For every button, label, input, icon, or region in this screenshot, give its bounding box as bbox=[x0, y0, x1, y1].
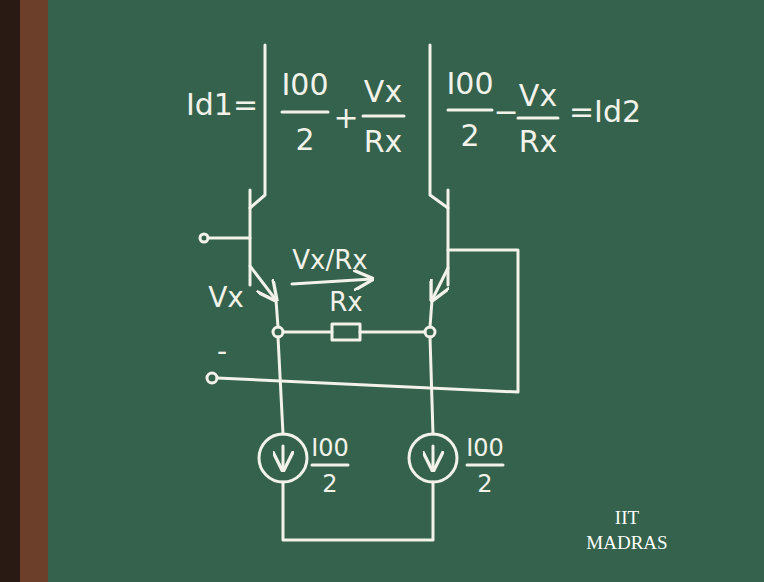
fraction-bar bbox=[282, 111, 328, 114]
emitter-wire bbox=[430, 300, 432, 327]
fraction-numerator: I00 bbox=[281, 70, 328, 100]
source-value: 2 bbox=[477, 472, 492, 496]
fraction-denominator: Rx bbox=[519, 127, 558, 157]
current-expression: Id1= bbox=[186, 90, 258, 120]
source-value: I00 bbox=[311, 436, 349, 460]
base-wire bbox=[208, 237, 250, 240]
input-terminal bbox=[200, 234, 208, 242]
emitter-wire bbox=[276, 300, 278, 327]
fraction-bar bbox=[518, 117, 558, 120]
collector-wire bbox=[430, 45, 448, 208]
source-value: I00 bbox=[466, 436, 504, 460]
fraction-numerator: I00 bbox=[446, 69, 493, 99]
source-arrow bbox=[282, 446, 285, 470]
current-label: Vx/Rx bbox=[292, 247, 367, 273]
board-edge bbox=[0, 0, 20, 582]
operator: − bbox=[493, 97, 518, 127]
fraction-numerator: Vx bbox=[519, 81, 557, 111]
tail-wire bbox=[283, 482, 433, 540]
polarity-sign: - bbox=[217, 338, 227, 366]
watermark: IIT bbox=[615, 508, 639, 527]
fraction-bar bbox=[312, 464, 348, 467]
resistor-symbol bbox=[332, 324, 360, 340]
resistor-label: Rx bbox=[329, 289, 362, 315]
resistor-lead bbox=[283, 331, 332, 334]
input-terminal bbox=[207, 373, 217, 383]
collector-wire bbox=[250, 45, 265, 208]
current-arrow bbox=[292, 279, 372, 284]
source-wire bbox=[430, 337, 433, 434]
current-source-symbol bbox=[259, 434, 307, 482]
fraction-bar bbox=[467, 464, 503, 467]
source-wire bbox=[278, 337, 283, 434]
source-value: 2 bbox=[322, 472, 337, 496]
fraction-denominator: 2 bbox=[295, 125, 314, 155]
current-expression: =Id2 bbox=[569, 97, 641, 127]
current-source-symbol bbox=[409, 434, 457, 482]
source-arrow bbox=[432, 446, 435, 470]
emitter-arrow bbox=[432, 268, 448, 300]
watermark: MADRAS bbox=[586, 533, 667, 552]
voltage-label: Vx bbox=[208, 284, 244, 312]
operator: + bbox=[333, 103, 358, 133]
fraction-bar bbox=[448, 109, 492, 112]
fraction-denominator: Rx bbox=[364, 127, 403, 157]
fraction-denominator: 2 bbox=[460, 121, 479, 151]
emitter-arrow bbox=[250, 266, 276, 300]
resistor-lead bbox=[360, 331, 425, 334]
wood-frame bbox=[20, 0, 48, 582]
fraction-numerator: Vx bbox=[364, 77, 402, 107]
fraction-bar bbox=[363, 115, 404, 118]
